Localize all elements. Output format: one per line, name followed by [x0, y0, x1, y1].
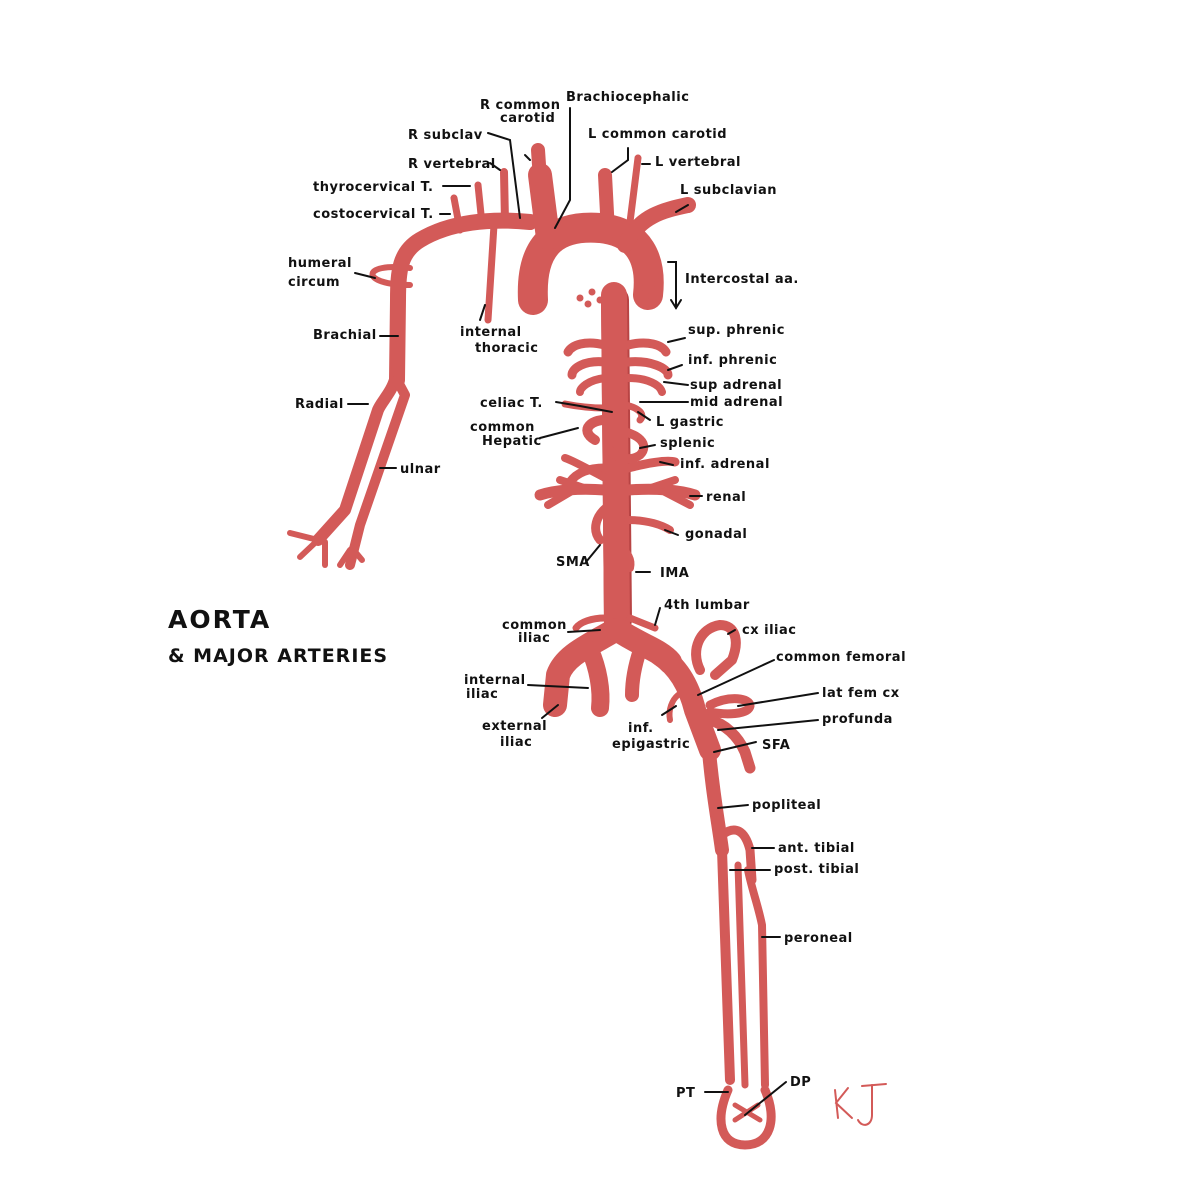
label-humeral-circum-1: humeral	[288, 256, 352, 271]
label-internal-thoracic-1: internal	[460, 325, 522, 340]
page-title: AORTA	[168, 605, 271, 634]
label-internal-iliac-1: internal	[464, 673, 526, 688]
r-subclavian	[397, 221, 530, 380]
label-costocervical: costocervical T.	[313, 207, 434, 222]
label-brachiocephalic: Brachiocephalic	[566, 90, 689, 105]
label-internal-thoracic-2: thoracic	[475, 341, 538, 356]
label-sup-phrenic: sup. phrenic	[688, 323, 785, 338]
l-common-carotid	[605, 175, 608, 232]
label-sup-adrenal: sup adrenal	[690, 378, 782, 393]
label-fourth-lumbar: 4th lumbar	[664, 598, 750, 613]
label-sfa: SFA	[762, 738, 790, 753]
thyrocervical-trunk	[478, 185, 482, 224]
label-intercostal: Intercostal aa.	[685, 272, 799, 287]
inf-phrenic-right	[628, 362, 668, 375]
label-l-vertebral: L vertebral	[655, 155, 741, 170]
sup-phrenic-right	[628, 343, 666, 352]
internal-thoracic	[488, 225, 494, 320]
label-humeral-circum-2: circum	[288, 275, 340, 290]
label-external-iliac-2: iliac	[500, 735, 532, 750]
label-thyrocervical: thyrocervical T.	[313, 180, 433, 195]
label-inf-epigastric-2: epigastric	[612, 737, 690, 752]
label-brachial: Brachial	[313, 328, 377, 343]
post-tibial-lower	[738, 865, 745, 1085]
r-common-carotid	[538, 150, 540, 180]
label-l-subclavian: L subclavian	[680, 183, 777, 198]
label-gonadal: gonadal	[685, 527, 747, 542]
page-subtitle: & MAJOR ARTERIES	[168, 645, 388, 667]
label-radial: Radial	[295, 397, 344, 412]
label-r-common-carotid-2: carotid	[500, 111, 555, 126]
radial-branch-a	[290, 533, 318, 540]
peroneal	[748, 870, 765, 1085]
label-common-hepatic-2: Hepatic	[482, 434, 542, 449]
label-sma: SMA	[556, 555, 590, 570]
signature	[835, 1084, 886, 1125]
label-r-vertebral: R vertebral	[408, 157, 496, 172]
label-peroneal: peroneal	[784, 931, 853, 946]
label-internal-iliac-2: iliac	[466, 687, 498, 702]
label-common-iliac-2: iliac	[518, 631, 550, 646]
r-vertebral	[504, 172, 505, 222]
inf-phrenic-left	[572, 362, 605, 375]
label-cx-iliac: cx iliac	[742, 623, 796, 638]
label-ulnar: ulnar	[400, 462, 441, 477]
label-ima: IMA	[660, 566, 689, 581]
label-inf-phrenic: inf. phrenic	[688, 353, 777, 368]
right-internal-iliac	[590, 650, 601, 708]
label-lat-fem-cx: lat fem cx	[822, 686, 900, 701]
label-dp: DP	[790, 1075, 811, 1090]
label-popliteal: popliteal	[752, 798, 821, 813]
label-mid-adrenal: mid adrenal	[690, 395, 783, 410]
label-l-common-carotid: L common carotid	[588, 127, 727, 142]
label-inf-epigastric-1: inf.	[628, 721, 654, 736]
sup-adrenal-right	[628, 378, 662, 392]
left-internal-iliac	[632, 650, 640, 695]
label-renal: renal	[706, 490, 746, 505]
label-l-gastric: L gastric	[656, 415, 724, 430]
sup-phrenic-left	[568, 343, 605, 352]
label-common-hepatic-1: common	[470, 420, 535, 435]
label-pt: PT	[676, 1086, 695, 1101]
label-post-tibial: post. tibial	[774, 862, 859, 877]
radial-branch-b	[300, 540, 318, 557]
label-r-subclav: R subclav	[408, 128, 483, 143]
label-common-femoral: common femoral	[776, 650, 906, 665]
label-ant-tibial: ant. tibial	[778, 841, 855, 856]
sup-adrenal-left	[580, 378, 605, 392]
gonadal	[628, 520, 670, 530]
lat-fem-cx	[710, 699, 750, 714]
label-splenic: splenic	[660, 436, 715, 451]
label-profunda: profunda	[822, 712, 893, 727]
anterior-tibial	[722, 850, 730, 1080]
plantar-arch	[721, 1090, 771, 1145]
label-inf-adrenal: inf. adrenal	[680, 457, 770, 472]
label-external-iliac-1: external	[482, 719, 547, 734]
label-celiac: celiac T.	[480, 396, 543, 411]
